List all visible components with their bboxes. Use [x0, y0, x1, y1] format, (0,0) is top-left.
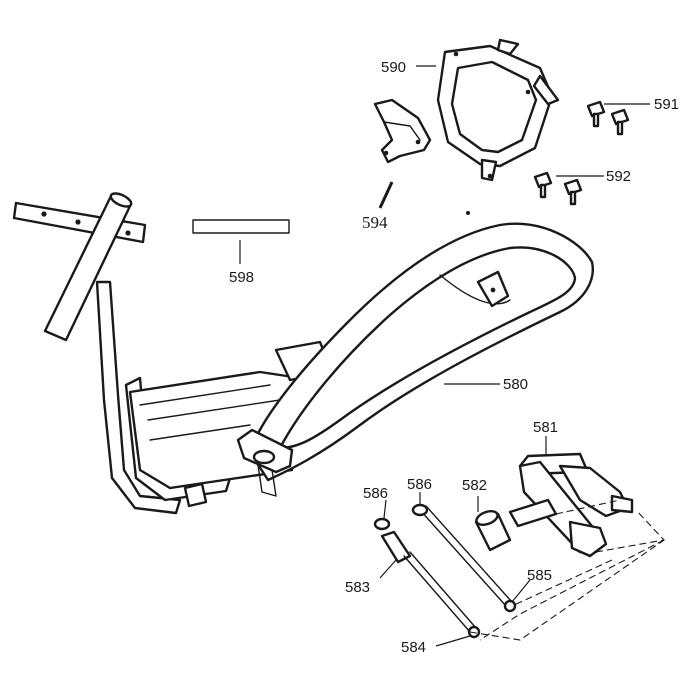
bolts-592 — [466, 171, 583, 215]
leader-lines — [239, 65, 650, 647]
callout-586-right: 586 — [407, 476, 432, 493]
callout-584: 584 — [401, 639, 426, 656]
callout-594: 594 — [362, 213, 388, 232]
callout-585: 585 — [527, 567, 552, 584]
bolts-591 — [586, 100, 630, 136]
callout-583: 583 — [345, 579, 370, 596]
washers-586 — [373, 503, 429, 531]
assembly-lines — [469, 499, 666, 641]
bracket-594 — [373, 98, 432, 164]
swing-arm-581 — [518, 452, 634, 558]
strip-598 — [192, 219, 290, 234]
cover-plate-590 — [436, 38, 560, 182]
bolt-584-585 — [419, 505, 517, 639]
sleeve-582 — [474, 498, 558, 552]
main-frame-580 — [12, 192, 594, 515]
callout-590: 590 — [381, 59, 406, 76]
callout-582: 582 — [462, 477, 487, 494]
callout-580: 580 — [503, 376, 528, 393]
callout-581: 581 — [533, 419, 558, 436]
callout-labels: 590 591 592 594 598 580 581 582 583 584 … — [229, 59, 679, 656]
callout-591: 591 — [654, 96, 679, 113]
callout-592: 592 — [606, 168, 631, 185]
bolt-583 — [380, 530, 477, 633]
callout-598: 598 — [229, 269, 254, 286]
callout-586-left: 586 — [363, 485, 388, 502]
